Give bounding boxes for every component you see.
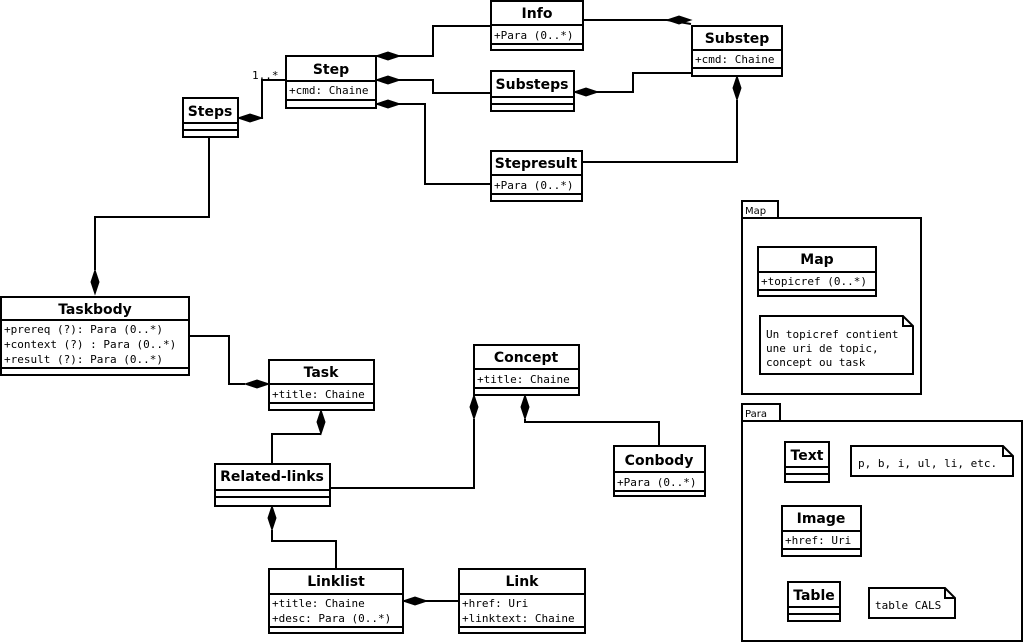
class-linklist: Linklist +title: Chaine +desc: Para (0..… [268,568,404,634]
package-map-label: Map [745,206,766,217]
connector-task-relatedlinks [271,433,321,464]
composition-diamond-icon [236,113,264,123]
class-link-attr-linktext: +linktext: Chaine [462,612,575,625]
class-step: Step +cmd: Chaine [285,55,377,109]
connector-step-stepresult [376,103,491,185]
composition-diamond-icon [374,75,402,85]
class-substep-name: Substep [705,31,770,47]
connector-concept-relatedlinks [330,419,475,489]
class-stepresult-name: Stepresult [495,156,578,172]
class-image: Image +href: Uri [781,505,862,557]
class-link-name: Link [506,574,540,590]
connectors [90,15,742,606]
composition-diamond-icon [401,596,429,606]
class-map: Map +topicref (0..*) [757,246,877,297]
composition-diamond-icon [374,99,402,109]
composition-diamond-icon [572,87,600,97]
class-stepresult: Stepresult +Para (0..*) [490,150,583,202]
class-substeps: Substeps [490,70,575,112]
class-steps-name: Steps [188,104,233,120]
note-table: table CALS [868,587,956,619]
class-taskbody-attr-context: +context (?) : Para (0..*) [4,338,176,351]
composition-diamond-icon [520,393,530,421]
class-task: Task +title: Chaine [268,359,375,411]
class-taskbody-attr-prereq: +prereq (?): Para (0..*) [4,323,163,336]
composition-diamond-icon [665,15,693,25]
connector-steps-step [238,79,286,119]
note-text-line-1: p, b, i, ul, li, etc. [858,457,997,470]
note-map-line-3: concept ou task [766,356,866,369]
composition-diamond-icon [243,379,271,389]
composition-diamond-icon [267,504,277,532]
class-info-name: Info [522,6,553,22]
class-image-attr: +href: Uri [785,534,851,547]
class-map-attr: +topicref (0..*) [761,275,867,288]
class-table-name: Table [793,588,835,604]
connector-step-info [376,25,491,57]
class-conbody-attr: +Para (0..*) [617,476,696,489]
class-task-attr: +title: Chaine [272,388,365,401]
class-text-name: Text [791,448,824,464]
class-map-name: Map [800,252,833,268]
class-linklist-attr-title: +title: Chaine [272,597,365,610]
class-substep-attr: +cmd: Chaine [695,53,774,66]
class-step-name: Step [313,62,349,78]
composition-diamond-icon [316,408,326,436]
composition-diamond-icon [469,393,479,421]
class-taskbody-attr-result: +result (?): Para (0..*) [4,353,163,366]
note-map-line-1: Un topicref contient [766,328,898,341]
composition-diamond-icon [90,268,100,296]
class-related-links: Related-links [214,463,331,507]
class-image-name: Image [797,511,846,527]
class-link: Link +href: Uri +linktext: Chaine [458,568,586,634]
connector-relatedlinks-linklist [271,530,337,569]
multiplicity-steps-step: 1..* [252,69,279,82]
connector-stepresult-substep [582,100,738,163]
class-stepresult-attr: +Para (0..*) [494,179,573,192]
note-map: Un topicref contient une uri de topic, c… [759,315,914,375]
class-info-attr: +Para (0..*) [494,29,573,42]
class-step-attr: +cmd: Chaine [289,84,368,97]
class-conbody: Conbody +Para (0..*) [613,445,706,497]
class-text: Text [784,441,830,483]
connector-substeps-substep [574,72,692,93]
class-task-name: Task [304,365,340,381]
class-linklist-attr-desc: +desc: Para (0..*) [272,612,391,625]
package-para-label: Para [745,409,767,420]
note-table-line-1: table CALS [875,599,941,612]
class-linklist-name: Linklist [307,574,365,590]
note-text: p, b, i, ul, li, etc. [850,445,1014,477]
class-concept-attr: +title: Chaine [477,373,570,386]
class-related-links-name: Related-links [220,469,324,485]
class-substep: Substep +cmd: Chaine [691,25,783,77]
class-concept: Concept +title: Chaine [473,344,580,396]
class-table: Table [787,581,841,622]
connector-concept-conbody [524,419,660,446]
note-map-line-2: une uri de topic, [766,342,879,355]
composition-diamond-icon [732,74,742,102]
class-taskbody-name: Taskbody [58,302,132,318]
class-conbody-name: Conbody [625,453,694,469]
composition-diamond-icon [374,51,402,61]
class-info: Info +Para (0..*) [490,0,584,51]
class-taskbody: Taskbody +prereq (?): Para (0..*) +conte… [0,296,190,376]
connector-task-taskbody [189,335,245,385]
class-steps: Steps [182,97,239,138]
class-link-attr-href: +href: Uri [462,597,528,610]
class-substeps-name: Substeps [496,77,569,93]
class-concept-name: Concept [494,350,559,366]
connector-taskbody-steps [94,137,210,270]
